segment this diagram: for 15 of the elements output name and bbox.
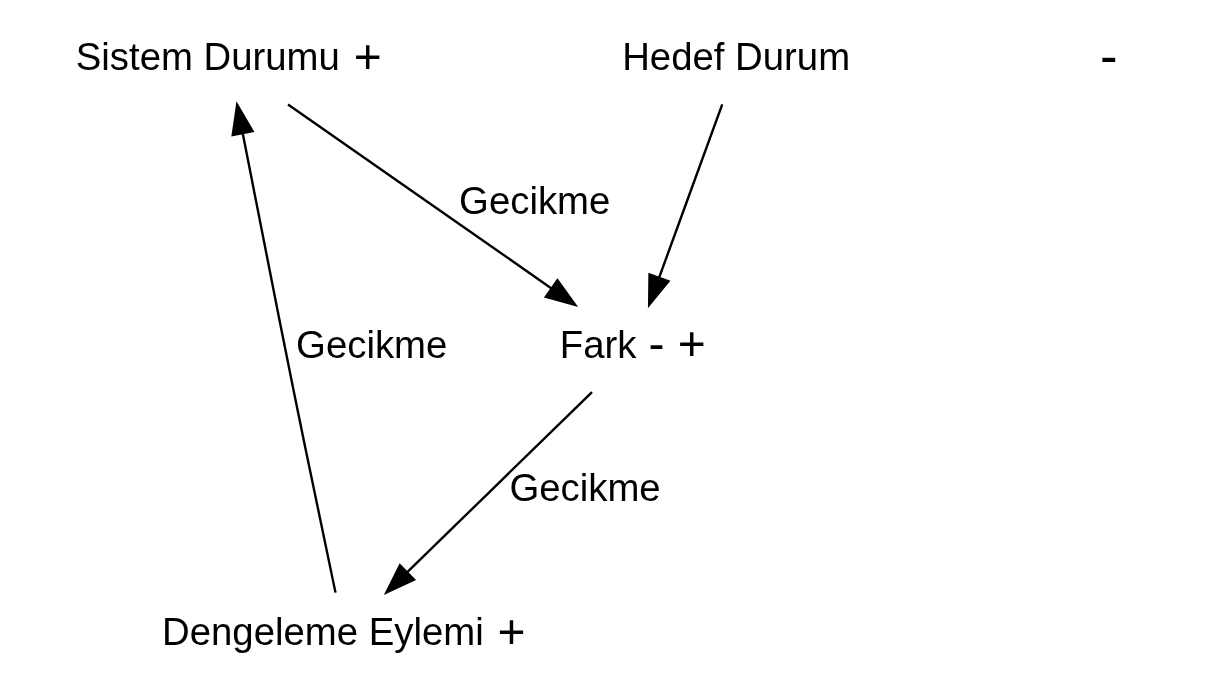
edge-label: Gecikme — [509, 466, 661, 510]
arrow — [383, 391, 593, 596]
arrow — [231, 101, 337, 593]
node-label: - + — [648, 317, 706, 371]
label: - — [1099, 26, 1118, 86]
edge-label: Gecikme — [459, 178, 611, 222]
node-text: Sistem Durumu — [75, 35, 340, 79]
node-text: Fark — [559, 322, 637, 366]
node-text: Dengeleme Eylemi — [162, 610, 484, 654]
node-label: + — [497, 605, 526, 659]
node-text: Hedef Durum — [622, 35, 851, 79]
node-label: + — [353, 29, 382, 83]
arrow — [287, 103, 579, 307]
arrow — [647, 104, 724, 309]
edge-label: Gecikme — [296, 322, 448, 366]
